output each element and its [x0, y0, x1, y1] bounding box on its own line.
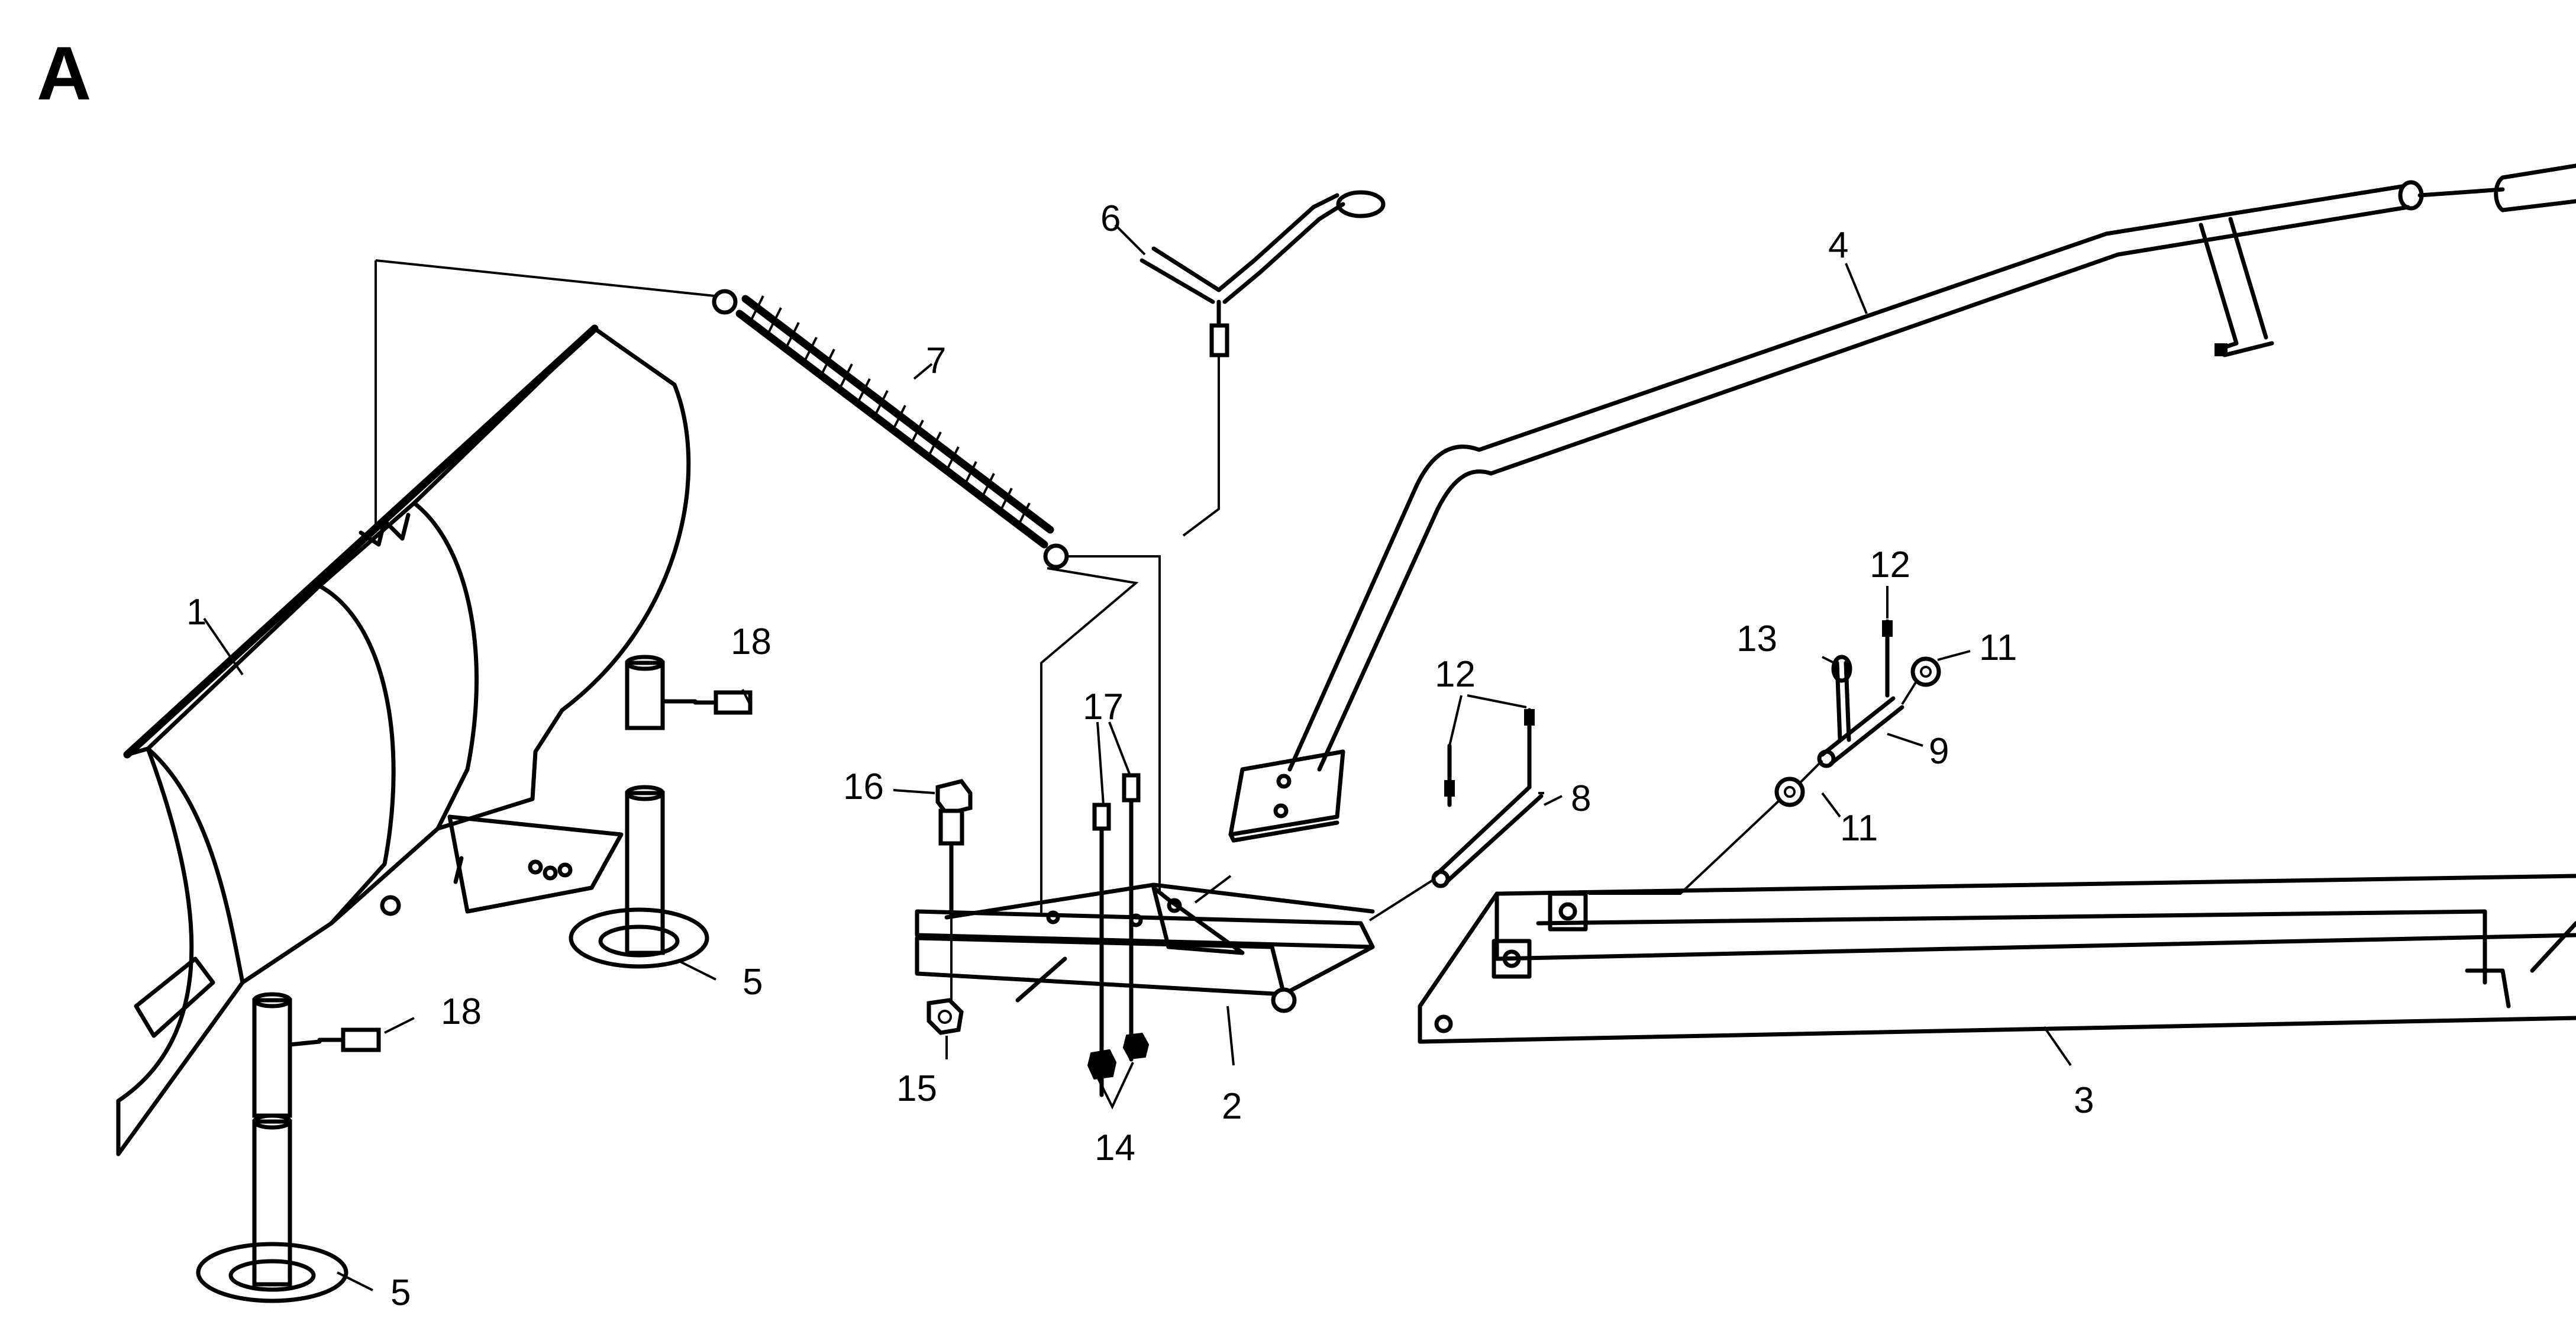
callout-5-right: 5 — [743, 962, 763, 1003]
nut-15 — [927, 998, 964, 1035]
callout-9: 9 — [1929, 731, 1949, 772]
callout-8: 8 — [1571, 778, 1591, 819]
callout-15: 15 — [896, 1068, 937, 1109]
callout-13: 13 — [1736, 618, 1777, 659]
skid-shoe-left — [196, 992, 381, 1303]
push-arm — [1228, 163, 2576, 843]
callout-labels: 1 2 3 4 5 5 6 7 8 9 11 11 12 12 13 14 15… — [186, 198, 2094, 1313]
callout-14: 14 — [1095, 1127, 1135, 1168]
callout-4: 4 — [1828, 225, 1848, 266]
washer-11-upper — [1910, 656, 1941, 687]
callout-5-left: 5 — [390, 1272, 411, 1313]
skid-shoe-right — [569, 655, 753, 969]
callout-2: 2 — [1222, 1086, 1242, 1127]
panel-letter: A — [37, 31, 91, 116]
leader-lines — [203, 224, 2072, 1291]
callout-12-left: 12 — [1435, 654, 1476, 695]
callout-12-right: 12 — [1870, 544, 1910, 585]
callout-1: 1 — [186, 592, 206, 633]
tractor-frame — [1418, 874, 2576, 1044]
hitch-pin-with-chain — [1139, 190, 1386, 357]
callout-18-upper: 18 — [731, 621, 771, 662]
callout-11-lower: 11 — [1840, 808, 1878, 849]
callout-17: 17 — [1083, 687, 1124, 727]
washer-11-lower — [1774, 777, 1805, 807]
plow-blade — [116, 324, 691, 1156]
cotter-pin-12 — [1444, 708, 1535, 807]
callout-16: 16 — [843, 766, 884, 807]
callout-11-upper: 11 — [1979, 627, 2017, 668]
mounting-frame — [915, 882, 1375, 1013]
cotter-pin-12-right — [1882, 619, 1893, 698]
bolt-16 — [935, 779, 973, 917]
callout-18-lower: 18 — [441, 991, 482, 1032]
nuts-14 — [1087, 1032, 1150, 1080]
pin-9 — [1817, 696, 1904, 768]
hairpin-13 — [1831, 655, 1852, 742]
assembly-lines — [375, 259, 1918, 1053]
callout-3: 3 — [2074, 1080, 2094, 1121]
callout-6: 6 — [1100, 198, 1121, 239]
callout-7: 7 — [926, 340, 946, 381]
spring — [712, 289, 1069, 569]
